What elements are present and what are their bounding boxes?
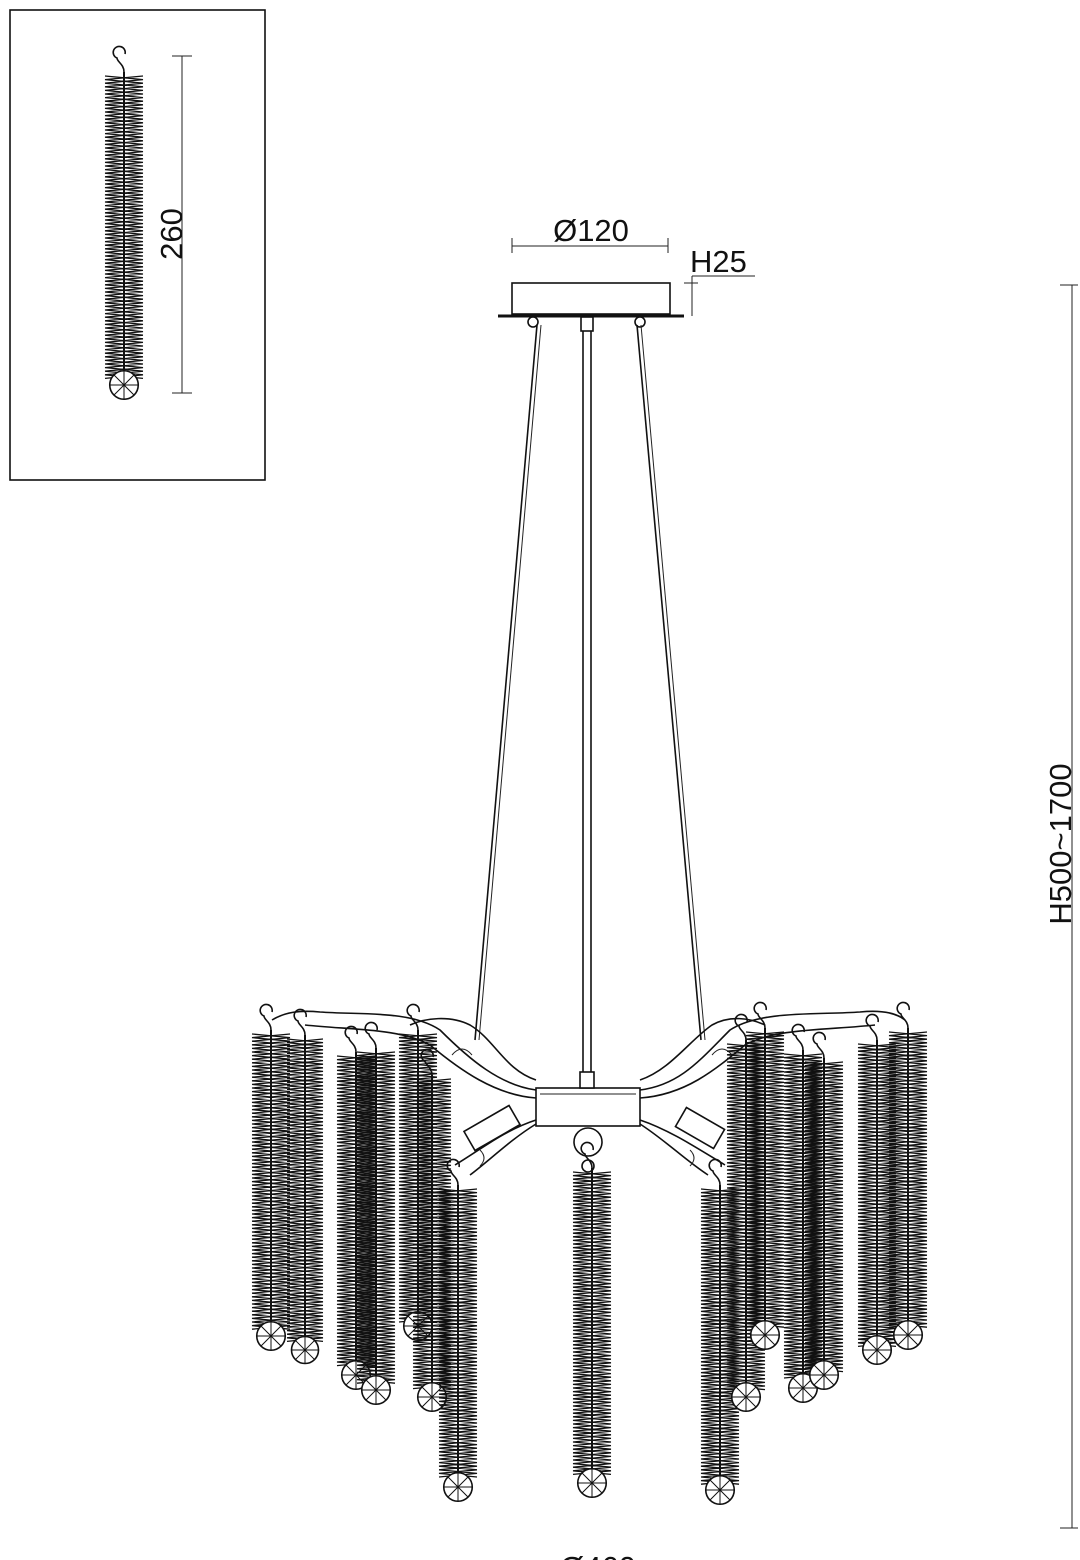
canopy-diameter-dimension <box>511 238 669 253</box>
inset-length-label: 260 <box>154 208 189 260</box>
suspension-cables <box>474 324 706 1072</box>
crystal-strand-12 <box>783 1023 823 1404</box>
crystal-strand-4 <box>356 1021 396 1406</box>
crystal-strand-7 <box>438 1158 478 1503</box>
ceiling-canopy <box>498 282 684 332</box>
inset-strand-crystals <box>104 45 144 401</box>
total-height-label: H500~1700 <box>1043 763 1078 924</box>
canopy-height-label: H25 <box>690 244 747 279</box>
canopy-height-dimension <box>684 275 755 316</box>
crystal-strand-13 <box>804 1031 844 1391</box>
crystal-strands <box>251 1001 928 1506</box>
total-height-dimension <box>1060 284 1078 1529</box>
overall-diameter-label: Ø460 <box>560 1550 636 1560</box>
inset-frame <box>9 9 266 481</box>
inset-dimension-line <box>172 55 192 394</box>
inset-crystal-strand <box>104 45 144 401</box>
crystal-strand-6 <box>412 1048 452 1413</box>
inset-panel: 260 <box>9 9 266 481</box>
crystal-strand-1 <box>251 1003 291 1352</box>
crystal-strand-15 <box>888 1001 928 1351</box>
crystal-strand-2 <box>286 1008 324 1365</box>
crystal-strand-8 <box>572 1141 612 1499</box>
canopy-diameter-label: Ø120 <box>553 213 629 248</box>
crystal-strand-11 <box>745 1001 785 1351</box>
crystal-strand-14 <box>857 1013 897 1366</box>
